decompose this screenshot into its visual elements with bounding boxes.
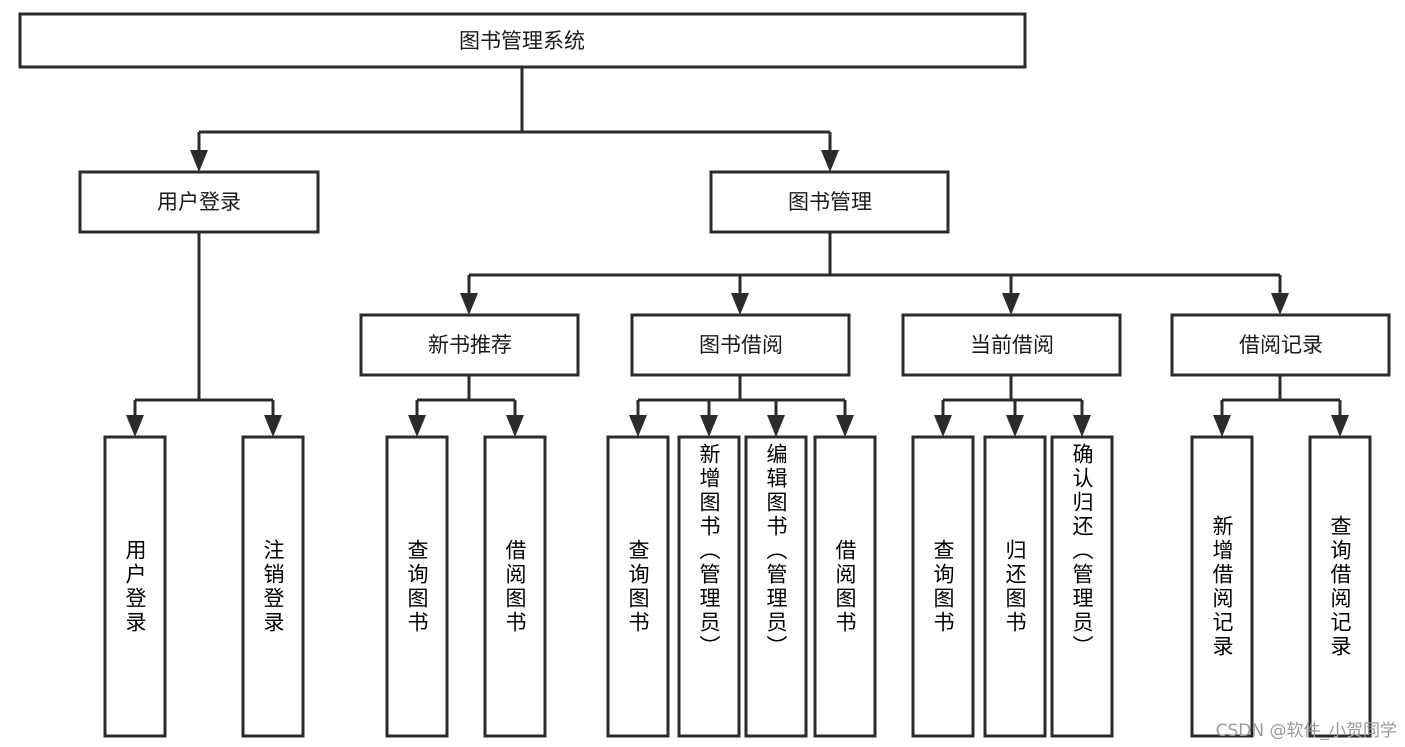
node-leaf-return-book-label: 归还图书: [1003, 538, 1027, 635]
arrowhead-leaf-add-record: [1213, 415, 1231, 437]
arrowhead-leaf-query-book-3: [934, 415, 952, 437]
node-leaf-user-login-label: 用户登录: [123, 538, 147, 635]
node-user-login[interactable]: 用户登录: [78, 170, 320, 234]
arrowhead-leaf-query-book-2: [629, 415, 647, 437]
node-new-book-rec-box[interactable]: [359, 313, 580, 377]
node-leaf-query-record-label: 查询借阅记录: [1328, 514, 1352, 659]
node-leaf-add-record-box[interactable]: [1190, 435, 1254, 738]
arrowhead-book-borrow: [731, 293, 749, 315]
node-leaf-query-book-3-label: 查询图书: [931, 538, 955, 635]
leaf-label-layer: 用户登录 注销登录 查询图书 借阅图书 查询图书: [123, 443, 1352, 659]
node-leaf-user-logout-box[interactable]: [241, 435, 305, 738]
node-current-borrow-label: 当前借阅: [970, 333, 1054, 357]
node-leaf-query-book-3-box[interactable]: [911, 435, 975, 738]
arrowhead-leaf-add-book: [700, 415, 718, 437]
node-leaf-confirm-return-label: 确认归还（管理员）: [1070, 443, 1094, 659]
node-root-box[interactable]: [18, 12, 1027, 69]
node-leaf-add-record-label: 新增借阅记录: [1210, 514, 1234, 659]
arrowhead-leaf-user-login: [126, 415, 144, 437]
node-leaf-query-book-1-box[interactable]: [385, 435, 449, 738]
node-leaf-add-book-box[interactable]: [677, 435, 741, 738]
node-leaf-query-book-1-label: 查询图书: [405, 538, 429, 635]
arrowhead-book-manage: [821, 150, 839, 172]
node-leaf-user-logout-label: 注销登录: [261, 538, 285, 635]
node-borrow-record-box[interactable]: [1170, 313, 1391, 377]
node-borrow-record[interactable]: 借阅记录: [1170, 313, 1391, 377]
node-current-borrow[interactable]: 当前借阅: [901, 313, 1122, 377]
arrowhead-leaf-query-book-1: [408, 415, 426, 437]
node-book-manage-box[interactable]: [709, 170, 950, 234]
arrowhead-leaf-user-logout: [264, 415, 282, 437]
node-book-manage[interactable]: 图书管理: [709, 170, 950, 234]
node-leaf-borrow-book-1-label: 借阅图书: [503, 538, 527, 635]
node-root-label: 图书管理系统: [459, 29, 585, 53]
arrowhead-leaf-return-book: [1006, 415, 1024, 437]
node-user-login-label: 用户登录: [157, 190, 241, 214]
arrowhead-leaf-edit-book: [767, 415, 785, 437]
leaf-node-layer: [103, 435, 1372, 738]
node-book-borrow[interactable]: 图书借阅: [630, 313, 851, 377]
arrowhead-leaf-borrow-book-1: [506, 415, 524, 437]
arrowhead-new-book-rec: [460, 293, 478, 315]
node-current-borrow-box[interactable]: [901, 313, 1122, 377]
node-leaf-confirm-return-box[interactable]: [1050, 435, 1114, 738]
arrowhead-user-login: [190, 150, 208, 172]
arrowhead-leaf-confirm-return: [1073, 415, 1091, 437]
node-leaf-query-record-box[interactable]: [1308, 435, 1372, 738]
node-leaf-query-book-2-label: 查询图书: [626, 538, 650, 635]
node-leaf-add-book-label: 新增图书（管理员）: [697, 443, 721, 659]
node-new-book-rec-label: 新书推荐: [428, 333, 512, 357]
arrowhead-leaf-query-record: [1331, 415, 1349, 437]
node-book-borrow-box[interactable]: [630, 313, 851, 377]
node-leaf-borrow-book-2-label: 借阅图书: [833, 538, 857, 635]
node-leaf-edit-book-label: 编辑图书（管理员）: [764, 443, 788, 659]
arrowhead-borrow-record: [1271, 293, 1289, 315]
node-leaf-user-login-box[interactable]: [103, 435, 167, 738]
node-borrow-record-label: 借阅记录: [1239, 333, 1323, 357]
node-leaf-query-book-2-box[interactable]: [606, 435, 670, 738]
arrowhead-leaf-borrow-book-2: [836, 415, 854, 437]
node-leaf-borrow-book-2-box[interactable]: [813, 435, 877, 738]
node-leaf-edit-book-box[interactable]: [744, 435, 808, 738]
node-leaf-borrow-book-1-box[interactable]: [483, 435, 547, 738]
node-book-manage-label: 图书管理: [788, 190, 872, 214]
node-user-login-box[interactable]: [78, 170, 320, 234]
node-leaf-return-book-box[interactable]: [983, 435, 1047, 738]
node-root[interactable]: 图书管理系统: [18, 12, 1027, 69]
node-new-book-rec[interactable]: 新书推荐: [359, 313, 580, 377]
connector-layer: [126, 67, 1349, 437]
node-book-borrow-label: 图书借阅: [699, 333, 783, 357]
arrowhead-current-borrow: [1002, 293, 1020, 315]
